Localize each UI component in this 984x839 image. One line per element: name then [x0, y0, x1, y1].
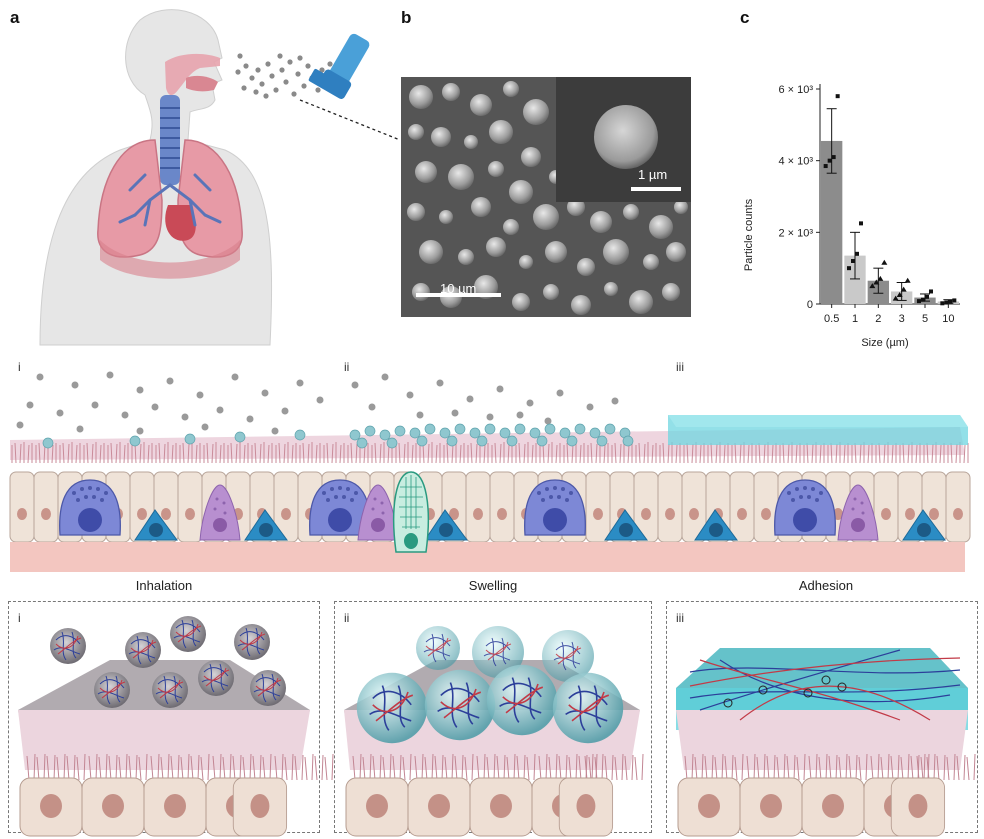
sem-inset-scale-label: 1 µm — [638, 167, 668, 182]
stage-i-label: i — [18, 360, 21, 374]
detail-i-label: i — [18, 611, 21, 625]
y-tick-label: 4 × 10³ — [778, 156, 813, 168]
stage-caption-swelling: Swelling — [468, 578, 518, 593]
sem-scale-label: 10 µm — [440, 281, 477, 296]
sem-image — [401, 77, 691, 317]
data-point — [929, 289, 933, 294]
detail-iii-label: iii — [676, 611, 684, 625]
y-tick-label: 0 — [807, 299, 813, 311]
data-point — [847, 266, 851, 271]
detail-illustrations — [18, 616, 976, 837]
data-point — [827, 158, 832, 163]
data-point — [823, 164, 828, 169]
data-point — [873, 279, 880, 285]
y-tick-label: 6 × 10³ — [778, 84, 813, 96]
stage-caption-inhalation: Inhalation — [135, 578, 193, 593]
panel-label-c: c — [740, 8, 750, 27]
data-point — [925, 294, 929, 299]
data-point — [835, 94, 840, 99]
particle-size-chart: Particle counts Size (µm) 0 2 × 10³ 4 × 10… — [743, 84, 960, 349]
data-point — [904, 277, 911, 283]
data-point — [892, 295, 899, 301]
human-lungs-illustration — [39, 9, 401, 346]
data-point — [948, 299, 953, 304]
data-point — [831, 155, 836, 160]
x-tick-label-10: 10 — [942, 313, 954, 325]
data-point — [881, 259, 888, 265]
x-tick-label-0.5: 0.5 — [824, 313, 839, 325]
epithelium-stages-illustration — [9, 371, 971, 572]
panel-label-a: a — [10, 8, 20, 27]
data-point — [877, 275, 884, 281]
data-point — [917, 299, 921, 304]
data-point — [921, 297, 925, 302]
data-point — [900, 286, 907, 292]
data-point — [859, 221, 863, 226]
data-point — [851, 259, 855, 263]
y-axis-label: Particle counts — [743, 198, 755, 271]
x-tick-label-3: 3 — [899, 313, 905, 325]
data-point — [855, 251, 859, 256]
data-point — [952, 298, 957, 303]
bar-0.5 — [821, 140, 843, 304]
panel-label-b: b — [401, 8, 412, 27]
y-tick-label: 2 × 10³ — [778, 227, 813, 239]
stage-iii-label: iii — [676, 360, 684, 374]
detail-ii-label: ii — [344, 611, 350, 625]
data-point — [869, 283, 876, 289]
x-tick-label-1: 1 — [852, 313, 858, 325]
stage-ii-label: ii — [344, 360, 350, 374]
stage-caption-adhesion: Adhesion — [798, 578, 854, 593]
data-point — [896, 292, 903, 298]
x-tick-label-2: 2 — [875, 313, 881, 325]
data-point — [940, 301, 945, 306]
x-tick-label-5: 5 — [922, 313, 928, 325]
x-axis-label: Size (µm) — [861, 337, 908, 349]
data-point — [944, 300, 949, 305]
